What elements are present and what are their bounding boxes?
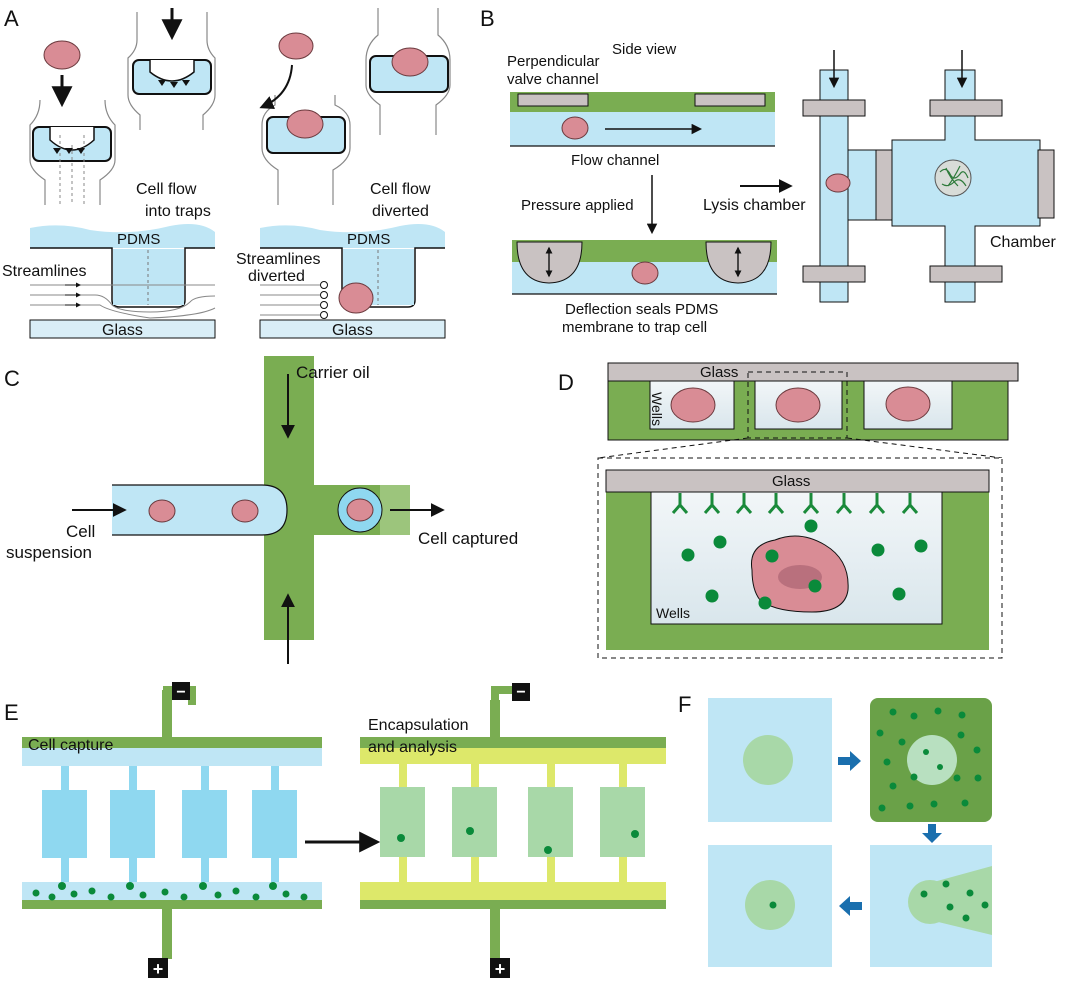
cell-suspension-label-1: Cell [66,522,95,541]
panel-a-letter: A [4,6,19,31]
pressure-applied-label: Pressure applied [521,197,634,214]
streamlines-label: Streamlines [2,263,86,280]
cell-captured-label: Cell captured [418,529,518,548]
encapsulation-label-2: and analysis [368,739,457,756]
cell-flow-diverted-label-2: diverted [372,203,429,220]
trap-unit-2 [127,8,216,130]
wells-zoom-label: Wells [656,605,690,621]
wells-top-label: Wells [649,392,665,426]
pdms-label-right: PDMS [347,231,390,248]
carrier-oil-label: Carrier oil [296,363,370,382]
minus-electrode-right: − [516,684,525,701]
valve-side-view-closed [512,240,777,295]
side-view-traps: PDMS Glass Streamlines [2,224,216,339]
panel-e-letter: E [4,700,19,725]
encapsulation-label-1: Encapsulation [368,717,469,734]
device-encapsulation: − + [360,683,666,979]
lysis-chamber-label: Lysis chamber [703,197,806,214]
trap-unit-1 [29,40,116,205]
perpendicular-label-2: valve channel [507,71,599,88]
deflection-label-1: Deflection seals PDMS [565,301,718,318]
deflection-label-2: membrane to trap cell [562,319,707,336]
trap-unit-3 [259,32,351,205]
pdms-label-left: PDMS [117,231,160,248]
side-view-label: Side view [612,41,676,58]
panel-b: B Side view Perpendicular valve channel … [480,6,1056,336]
glass-label-left: Glass [102,322,143,339]
cell-suspension-label-2: suspension [6,543,92,562]
cell [43,40,81,70]
glass-top-label: Glass [700,364,738,381]
cell-flow-diverted-label-1: Cell flow [370,181,431,198]
flow-arrows [838,751,942,916]
streamlines-diverted-label-1: Streamlines [236,251,320,268]
antibodies [671,493,919,514]
cell-capture-label: Cell capture [28,737,113,754]
glass-label-right: Glass [332,322,373,339]
chamber-top-view [802,50,1055,303]
plus-electrode-left: + [153,959,164,979]
panel-f: F [678,692,992,967]
molecule-dots [681,519,928,610]
cell-flow-into-traps-label-2: into traps [145,203,211,220]
valve-side-view-open [510,92,775,147]
panel-b-letter: B [480,6,495,31]
panel-d-letter: D [558,370,574,395]
minus-electrode-left: − [176,684,185,701]
trap-unit-4 [365,8,451,135]
panel-d: D Glass Wells Glass [558,362,1019,659]
panel-e: E − [4,682,666,979]
panel-c: C Carrier oil Cell suspension Cell captu… [4,356,518,664]
streamlines-diverted-label-2: diverted [248,268,305,285]
chamber-label: Chamber [990,234,1056,251]
panel-f-letter: F [678,692,691,717]
panel-c-letter: C [4,366,20,391]
device-cell-capture: − + [22,682,322,979]
flow-channel-label: Flow channel [571,152,659,169]
perpendicular-label-1: Perpendicular [507,53,600,70]
side-view-diverted: PDMS Glass Streamlines diverted [236,224,446,339]
plus-electrode-right: + [495,959,506,979]
panel-a: A [2,6,451,339]
cell-flow-into-traps-label-1: Cell flow [136,181,197,198]
glass-zoom-label: Glass [772,473,810,490]
